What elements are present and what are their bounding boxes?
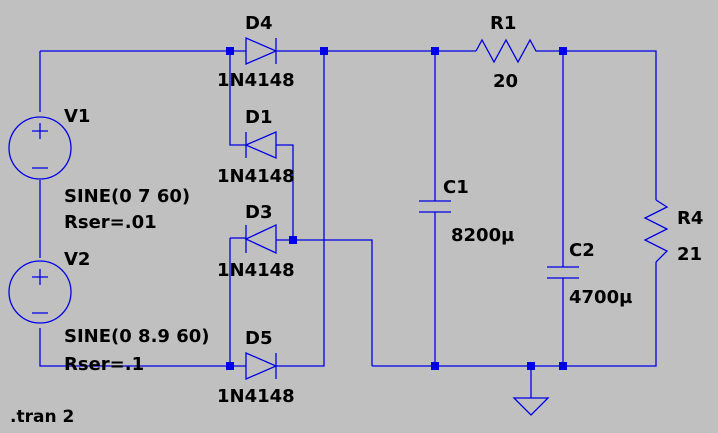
wire-bridge-right xyxy=(276,51,325,367)
wires xyxy=(39,50,657,398)
junction-node xyxy=(289,236,297,244)
resistor-icon xyxy=(475,38,540,64)
diode-d4[interactable] xyxy=(245,37,278,65)
d4-model: 1N4148 xyxy=(217,70,295,91)
junction-node xyxy=(226,47,234,55)
resistor-icon xyxy=(643,199,669,263)
ground-icon xyxy=(512,397,550,416)
c2-value: 4700µ xyxy=(569,287,632,308)
wire-d1-anode xyxy=(229,51,246,146)
spice-directive[interactable]: .tran 2 xyxy=(10,407,74,427)
d5-name: D5 xyxy=(245,328,272,349)
junction-node xyxy=(226,362,234,370)
wire-top-right xyxy=(540,50,657,200)
v2-function: SINE(0 8.9 60) xyxy=(64,326,209,347)
sine-source-icon xyxy=(8,260,72,324)
v1-source[interactable] xyxy=(8,116,72,180)
junction-node xyxy=(431,362,439,370)
diode-icon xyxy=(244,131,277,159)
capacitor-icon xyxy=(419,200,451,213)
diode-icon xyxy=(245,352,278,380)
ground-symbol[interactable] xyxy=(512,397,550,416)
junction-node xyxy=(431,47,439,55)
sine-source-icon xyxy=(8,116,72,180)
diode-d5[interactable] xyxy=(245,352,278,380)
junction-nodes xyxy=(226,47,567,370)
wire-d3-to-ground xyxy=(276,239,373,366)
r1-name: R1 xyxy=(490,13,516,34)
r1-value: 20 xyxy=(493,71,518,92)
v2-rser: Rser=.1 xyxy=(64,354,144,375)
diode-icon xyxy=(245,37,278,65)
resistor-r4[interactable] xyxy=(643,199,669,263)
diode-d3[interactable] xyxy=(244,223,277,255)
d3-model: 1N4148 xyxy=(217,260,295,281)
c2-name: C2 xyxy=(569,240,595,261)
capacitor-c2[interactable] xyxy=(547,266,579,279)
v1-name: V1 xyxy=(64,106,90,127)
v1-rser: Rser=.01 xyxy=(64,212,157,233)
wire-v2-bottom xyxy=(39,328,246,367)
c1-value: 8200µ xyxy=(451,225,514,246)
diode-d1[interactable] xyxy=(244,131,277,159)
r4-value: 21 xyxy=(677,244,702,265)
c1-name: C1 xyxy=(443,177,469,198)
wire-bottom-rail xyxy=(372,262,657,367)
junction-node xyxy=(559,47,567,55)
d3-name: D3 xyxy=(245,202,272,223)
v2-name: V2 xyxy=(64,249,90,270)
junction-node xyxy=(320,47,328,55)
d1-model: 1N4148 xyxy=(217,166,295,187)
v1-function: SINE(0 7 60) xyxy=(64,186,190,207)
junction-node xyxy=(527,362,535,370)
v2-source[interactable] xyxy=(8,260,72,324)
resistor-r1[interactable] xyxy=(475,38,540,64)
r4-name: R4 xyxy=(677,208,703,229)
polarity-marks xyxy=(32,269,48,314)
d1-name: D1 xyxy=(245,107,272,128)
capacitor-icon xyxy=(547,266,579,279)
polarity-marks xyxy=(32,123,48,169)
diode-icon xyxy=(244,223,277,255)
wire-d1-cathode xyxy=(276,144,294,240)
capacitor-c1[interactable] xyxy=(419,200,451,213)
d5-model: 1N4148 xyxy=(217,386,295,407)
junction-node xyxy=(559,362,567,370)
d4-name: D4 xyxy=(245,13,272,34)
